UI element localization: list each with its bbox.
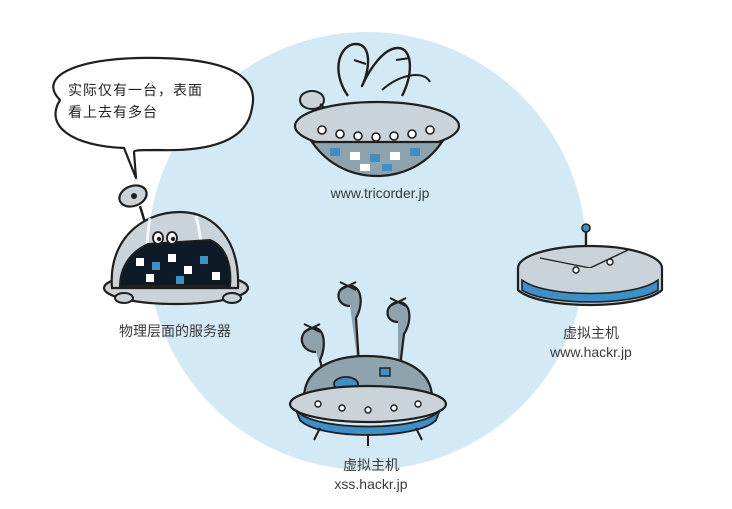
- xss-label: 虚拟主机 xss.hackr.jp: [296, 456, 446, 494]
- xss-host: xss.hackr.jp: [334, 476, 408, 492]
- hackr-label: 虚拟主机 www.hackr.jp: [516, 324, 666, 362]
- xss-type: 虚拟主机: [343, 457, 399, 473]
- speech-line-1: 实际仅有一台，表面: [68, 83, 203, 99]
- tricorder-label: www.tricorder.jp: [330, 185, 430, 201]
- physical-server-label: 物理层面的服务器: [119, 323, 231, 339]
- speech-line-2: 看上去有多台: [68, 105, 158, 121]
- hackr-type: 虚拟主机: [563, 325, 619, 341]
- hackr-host: www.hackr.jp: [550, 344, 632, 360]
- satellite-dish-icon: [118, 184, 148, 227]
- speech-bubble-text: 实际仅有一台，表面 看上去有多台: [68, 80, 203, 124]
